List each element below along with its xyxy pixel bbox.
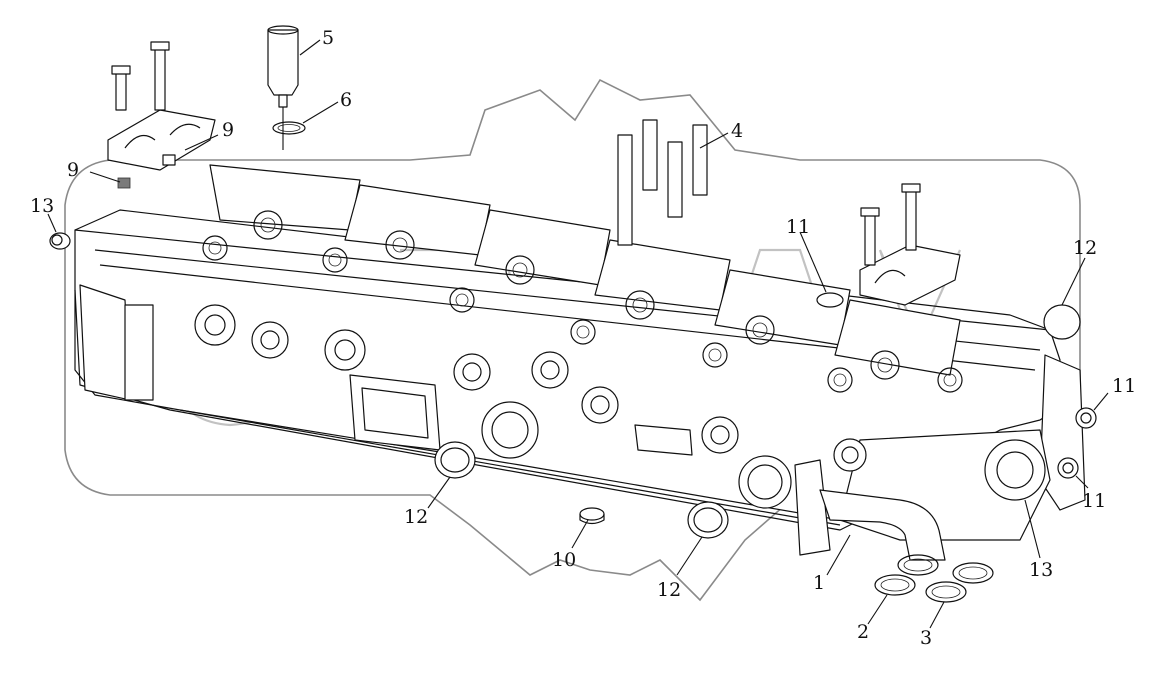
dowel-part-10 xyxy=(579,507,605,525)
callout-label-6: 6 xyxy=(340,89,352,111)
callout-label-12-right: 12 xyxy=(1073,237,1097,259)
o-ring xyxy=(272,121,306,135)
studs xyxy=(617,119,708,246)
cup-plugs xyxy=(434,304,1081,539)
callout-label-10: 10 xyxy=(552,549,576,571)
sealing-rings xyxy=(874,554,994,603)
callout-label-2: 2 xyxy=(857,621,869,643)
callout-label-12-bottom: 12 xyxy=(657,579,681,601)
callout-label-11-right: 11 xyxy=(1112,375,1136,397)
callout-label-11-lower: 11 xyxy=(1082,490,1106,512)
callout-label-5: 5 xyxy=(322,27,334,49)
callout-label-1: 1 xyxy=(813,572,825,594)
callout-label-9-upper: 9 xyxy=(222,119,234,141)
callout-label-13-right: 13 xyxy=(1029,559,1053,581)
callout-labels: 1 2 3 4 5 6 9 9 10 11 11 11 12 12 12 13 … xyxy=(30,27,1136,649)
callout-label-4: 4 xyxy=(731,120,743,142)
callout-label-9-lower: 9 xyxy=(67,159,79,181)
leader-lines xyxy=(47,39,1109,629)
callout-label-12-left: 12 xyxy=(404,506,428,528)
bearing-cap-right xyxy=(859,183,961,306)
outlet-elbow xyxy=(794,459,946,561)
small-seals xyxy=(816,292,1097,479)
injector xyxy=(267,25,299,150)
plug-part-13 xyxy=(49,232,71,250)
callout-label-13-left: 13 xyxy=(30,195,54,217)
cam-bays xyxy=(202,164,963,393)
callout-label-3: 3 xyxy=(920,627,932,649)
side-ports xyxy=(194,304,1046,509)
bearing-cap-left xyxy=(107,41,216,189)
callout-label-11-top: 11 xyxy=(786,216,810,238)
